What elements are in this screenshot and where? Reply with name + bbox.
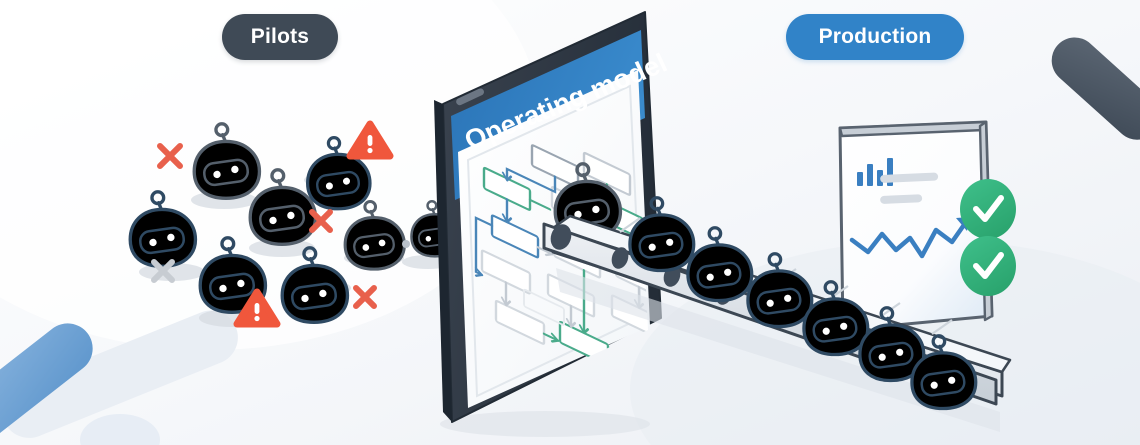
top-right-decoration-bar [1051,37,1140,140]
warning-triangle-icon [346,120,394,160]
error-x-icon [157,143,183,169]
error-x-icon [353,285,377,309]
dashboard-check-badge [960,179,1016,239]
dashboard-text-placeholder [880,172,939,204]
bottom-left-decoration-bar [0,323,93,445]
error-x-icon [309,209,333,233]
badge-production[interactable]: Production [786,14,964,60]
badge-pilots-label: Pilots [250,25,310,48]
badge-production-label: Production [818,25,932,48]
bottom-left-ghost-bar [2,310,238,438]
badge-pilots[interactable]: Pilots [222,14,338,60]
warning-triangle-icon [233,288,281,328]
belt-robot [628,196,696,273]
error-x-icon [151,259,175,283]
belt-robot [746,252,814,329]
belt-robot [802,280,870,357]
belt-robot [686,226,754,303]
dashboard-check-badge [960,236,1016,296]
